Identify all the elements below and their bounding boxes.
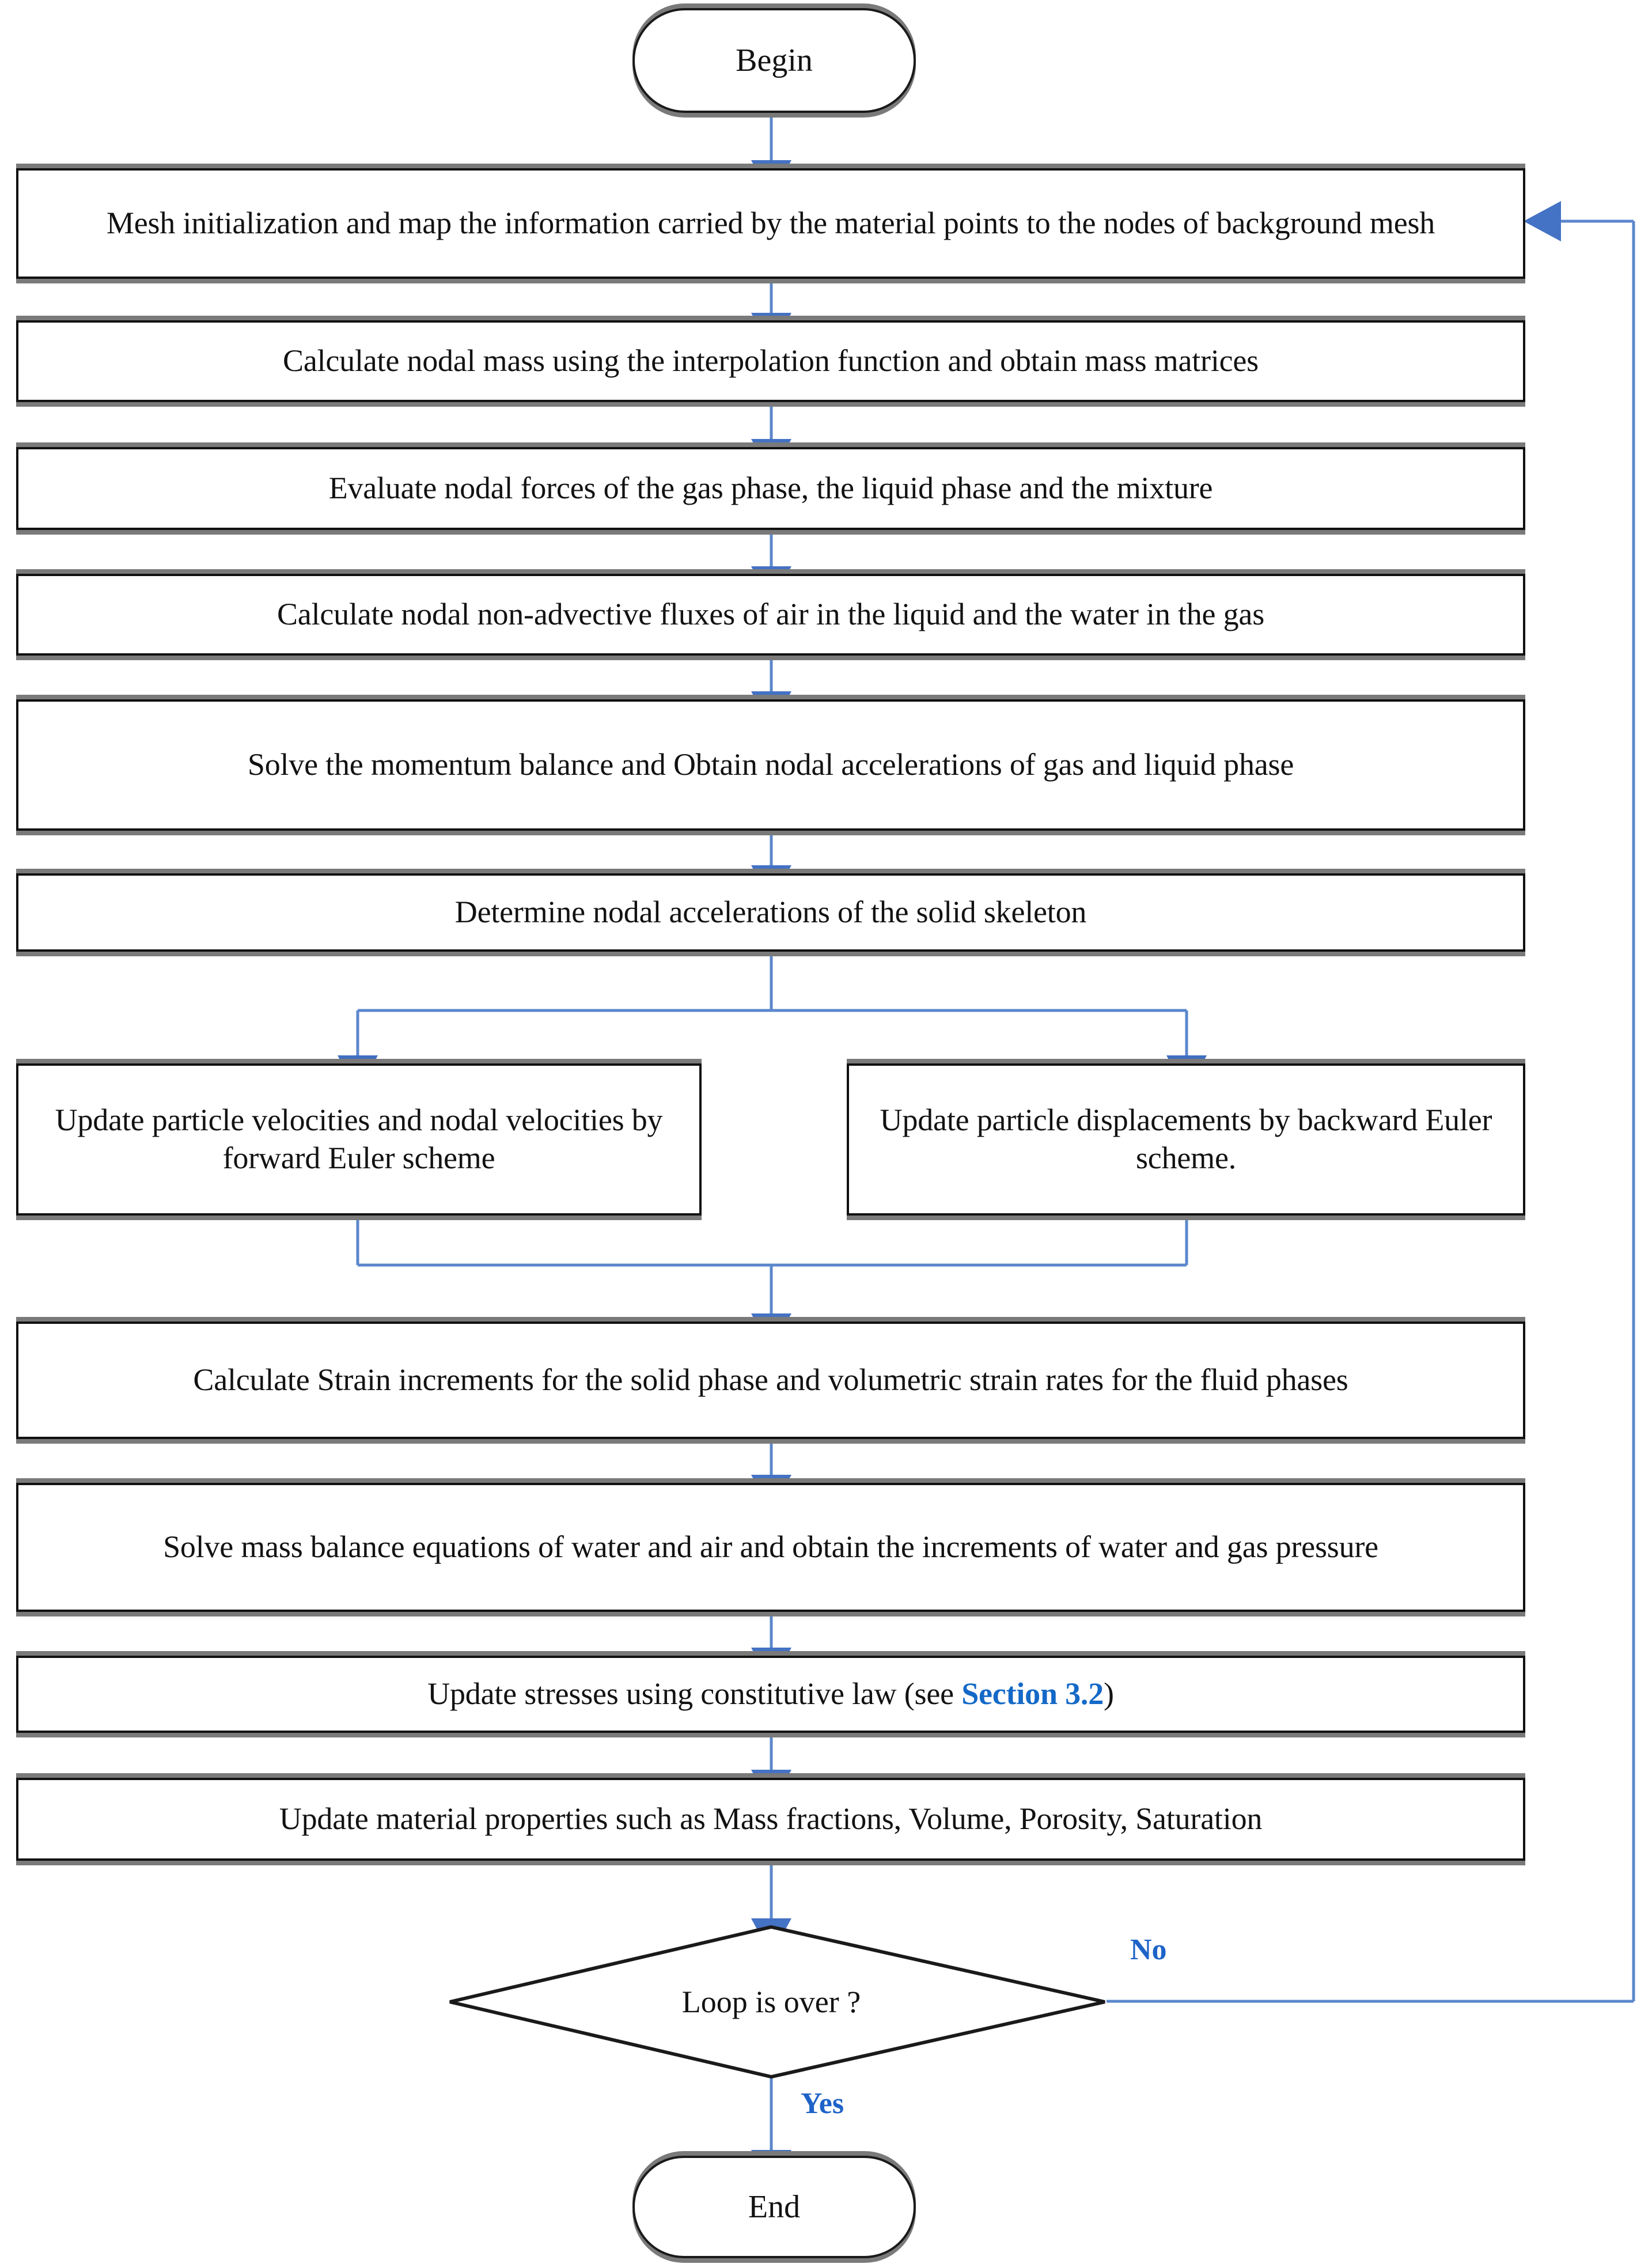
node-begin-label: Begin bbox=[736, 43, 813, 78]
node-step3-label: Evaluate nodal forces of the gas phase, … bbox=[328, 471, 1213, 506]
node-step1-label: Mesh initialization and map the informat… bbox=[106, 206, 1435, 241]
node-step6-label: Determine nodal accelerations of the sol… bbox=[454, 895, 1087, 930]
node-step7b-label: Update particle displacements by backwar… bbox=[880, 1103, 1492, 1175]
edge-label-yes: Yes bbox=[801, 2087, 844, 2120]
node-step7a-label: Update particle velocities and nodal vel… bbox=[55, 1103, 663, 1175]
node-step6[interactable]: Determine nodal accelerations of the sol… bbox=[16, 873, 1525, 952]
node-step11[interactable]: Update material properties such as Mass … bbox=[16, 1778, 1525, 1861]
node-step1[interactable]: Mesh initialization and map the informat… bbox=[16, 168, 1525, 279]
node-step2[interactable]: Calculate nodal mass using the interpola… bbox=[16, 320, 1525, 402]
node-step10-label: Update stresses using constitutive law (… bbox=[18, 1675, 1523, 1713]
node-step3[interactable]: Evaluate nodal forces of the gas phase, … bbox=[16, 447, 1525, 530]
node-step4-label: Calculate nodal non-advective fluxes of … bbox=[276, 597, 1265, 632]
node-step4[interactable]: Calculate nodal non-advective fluxes of … bbox=[16, 574, 1525, 656]
node-end[interactable]: End bbox=[632, 2156, 916, 2258]
node-begin[interactable]: Begin bbox=[632, 8, 916, 113]
node-step10-label-prefix: Update stresses using constitutive law (… bbox=[427, 1676, 962, 1712]
edge-label-no: No bbox=[1130, 1933, 1167, 1966]
node-step7b[interactable]: Update particle displacements by backwar… bbox=[847, 1063, 1525, 1216]
node-step8-label: Calculate Strain increments for the soli… bbox=[193, 1362, 1348, 1398]
node-step7a[interactable]: Update particle velocities and nodal vel… bbox=[16, 1063, 702, 1216]
node-step10-label-suffix: ) bbox=[1104, 1676, 1114, 1712]
node-step5[interactable]: Solve the momentum balance and Obtain no… bbox=[16, 699, 1525, 831]
node-step10[interactable]: Update stresses using constitutive law (… bbox=[16, 1656, 1525, 1733]
node-step5-label: Solve the momentum balance and Obtain no… bbox=[247, 747, 1294, 782]
node-step10-section-link[interactable]: Section 3.2 bbox=[961, 1676, 1104, 1712]
node-step11-label: Update material properties such as Mass … bbox=[279, 1801, 1263, 1837]
node-step8[interactable]: Calculate Strain increments for the soli… bbox=[16, 1322, 1525, 1439]
node-end-label: End bbox=[748, 2189, 801, 2225]
node-step9[interactable]: Solve mass balance equations of water an… bbox=[16, 1483, 1525, 1612]
node-step2-label: Calculate nodal mass using the interpola… bbox=[283, 343, 1259, 378]
node-step9-label: Solve mass balance equations of water an… bbox=[163, 1529, 1378, 1565]
decision-diamond bbox=[449, 1925, 1105, 2079]
